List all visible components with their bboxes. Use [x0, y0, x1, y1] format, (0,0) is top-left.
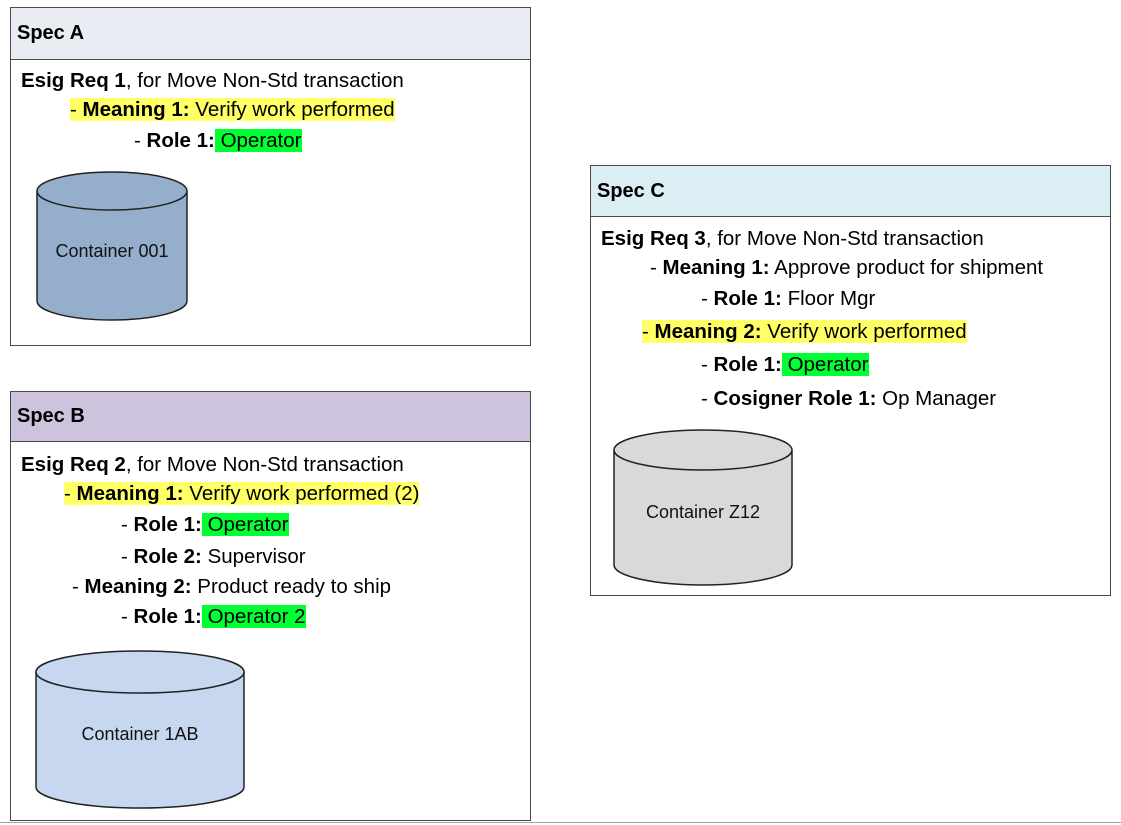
- spec-a-role-1: - Role 1: Operator: [134, 129, 302, 152]
- spec-b-meaning-1-highlight: - Meaning 1: Verify work performed (2): [64, 482, 420, 505]
- spec-a-meaning-1-highlight: - Meaning 1: Verify work performed: [70, 98, 395, 121]
- spec-b-meaning-2: - Meaning 2: Product ready to ship: [72, 575, 392, 598]
- spec-b-role-1-operator: Operator: [201, 513, 289, 536]
- spec-b-title: Spec B: [17, 405, 85, 427]
- spec-b-role-2: - Role 2: Supervisor: [121, 545, 306, 568]
- spec-c-title: Spec C: [597, 179, 665, 202]
- cylinder-shape: [36, 171, 188, 321]
- spec-c-header: Spec C: [591, 166, 1110, 217]
- spec-a-box: Spec A Esig Req 1, for Move Non-Std tran…: [10, 7, 531, 346]
- spec-b-meaning-1: - Meaning 1: Verify work performed (2): [64, 480, 420, 507]
- container-z12-cylinder: Container Z12: [613, 429, 793, 587]
- spec-a-title: Spec A: [17, 22, 85, 44]
- spec-b-role-1: - Role 1: Operator: [121, 513, 289, 536]
- spec-b-header: Spec B: [11, 392, 530, 442]
- spec-b-meaning-2-role-1: - Role 1: Operator 2: [121, 605, 306, 628]
- container-1ab-cylinder: Container 1AB: [35, 650, 245, 810]
- cylinder-shape: [35, 650, 245, 809]
- spec-a-header: Spec A: [11, 8, 530, 60]
- spec-c-meaning-2-highlight: - Meaning 2: Verify work performed: [642, 320, 967, 343]
- spec-a-role-1-operator: Operator: [214, 129, 302, 152]
- spec-c-cosigner-role-1: - Cosigner Role 1: Op Manager: [701, 387, 997, 410]
- spec-c-meaning-1: - Meaning 1: Approve product for shipmen…: [650, 256, 1044, 279]
- spec-c-esig-req: Esig Req 3, for Move Non-Std transaction: [601, 227, 984, 250]
- spec-a-esig-req: Esig Req 1, for Move Non-Std transaction: [21, 69, 404, 92]
- spec-b-role-1-operator-2: Operator 2: [201, 605, 306, 628]
- spec-b-esig-req: Esig Req 2, for Move Non-Std transaction: [21, 453, 404, 476]
- spec-c-meaning-2: - Meaning 2: Verify work performed: [642, 318, 967, 345]
- spec-c-meaning-2-role-1: - Role 1: Operator: [701, 353, 869, 376]
- container-1ab-label: Container 1AB: [81, 724, 199, 744]
- container-z12-label: Container Z12: [645, 502, 761, 522]
- cylinder-shape: [613, 429, 793, 586]
- spec-a-meaning-1: - Meaning 1: Verify work performed: [70, 96, 395, 123]
- spec-b-box: Spec B Esig Req 2, for Move Non-Std tran…: [10, 391, 531, 821]
- bottom-divider: [0, 822, 1121, 823]
- container-001-label: Container 001: [55, 241, 169, 261]
- spec-c-role-1-operator: Operator: [781, 353, 869, 376]
- container-001-cylinder: Container 001: [36, 171, 188, 321]
- spec-c-meaning-1-role-1: - Role 1: Floor Mgr: [701, 287, 876, 310]
- spec-c-box: Spec C Esig Req 3, for Move Non-Std tran…: [590, 165, 1111, 596]
